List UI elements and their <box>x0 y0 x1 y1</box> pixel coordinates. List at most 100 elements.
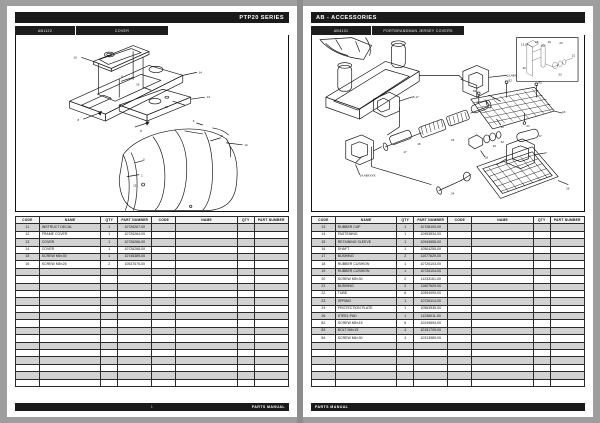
cell-name: BOLT M6×15 <box>334 326 398 336</box>
svg-text:14,ABXXXX: 14,ABXXXX <box>360 174 376 178</box>
cell-empty <box>38 289 102 299</box>
cell-qty: 4 <box>396 326 415 336</box>
cell-empty <box>334 349 398 358</box>
cell-empty <box>549 341 586 351</box>
cell-qty: 2 <box>100 260 119 269</box>
cell-code-2 <box>447 245 473 254</box>
table-row-empty[interactable] <box>311 363 586 373</box>
svg-text:10: 10 <box>74 55 78 59</box>
cell-empty <box>175 326 238 336</box>
table-row-empty[interactable] <box>15 289 290 299</box>
cell-qty-2 <box>532 304 551 314</box>
cell-part-number: 10745389-00 <box>117 252 153 262</box>
th-code-1: CODE <box>15 215 40 225</box>
cell-empty <box>15 378 40 388</box>
table-row-empty[interactable] <box>15 341 290 351</box>
cell-qty-2 <box>532 238 551 247</box>
table-row-empty[interactable] <box>311 371 586 380</box>
svg-text:11: 11 <box>220 134 223 138</box>
table-row-empty[interactable] <box>15 282 290 291</box>
table-row-empty[interactable] <box>15 304 290 314</box>
cell-empty <box>311 378 336 388</box>
table-row-empty[interactable] <box>311 341 586 351</box>
cell-qty-2 <box>532 312 551 321</box>
cell-empty <box>151 356 177 365</box>
cell-empty <box>413 371 449 380</box>
cell-empty <box>236 341 255 351</box>
cell-empty <box>549 349 586 358</box>
table-row-empty[interactable] <box>15 267 290 277</box>
cell-empty <box>38 371 102 380</box>
cell-empty <box>413 363 449 373</box>
right-page-subbar: AB4101 PORTBRANDMAN JERSEY COVERS <box>311 26 585 35</box>
cell-empty <box>15 371 40 380</box>
cell-empty <box>175 378 238 388</box>
table-row-empty[interactable] <box>15 326 290 336</box>
cell-name: SCREW M6×30 <box>334 334 398 343</box>
cell-empty <box>117 297 153 306</box>
cell-empty <box>15 334 40 343</box>
table-row-empty[interactable] <box>15 356 290 365</box>
cell-empty <box>100 312 119 321</box>
cell-empty <box>253 363 290 373</box>
table-row-empty[interactable] <box>311 356 586 365</box>
cell-empty <box>236 371 255 380</box>
table-row-empty[interactable] <box>15 349 290 358</box>
th-name-2: NAME <box>175 215 238 225</box>
cell-part-number-2 <box>549 326 586 336</box>
svg-text:18: 18 <box>535 40 539 44</box>
cell-empty <box>117 289 153 299</box>
table-row-empty[interactable] <box>15 371 290 380</box>
cell-empty <box>15 297 40 306</box>
table-row-empty[interactable] <box>15 312 290 321</box>
cell-empty <box>15 275 40 284</box>
table-row-empty[interactable] <box>15 319 290 328</box>
left-footer-bar: 1 PARTS MANUAL <box>15 403 289 411</box>
th-qty-1: QTY <box>396 215 415 225</box>
left-subbar-filler <box>168 26 289 35</box>
table-row-empty[interactable] <box>311 349 586 358</box>
cell-empty <box>447 378 473 388</box>
left-page: PTP20 SERIES AB1122 COVER <box>7 6 297 417</box>
th-name-2: NAME <box>471 215 534 225</box>
cell-empty <box>100 297 119 306</box>
cell-empty <box>175 349 238 358</box>
cell-part-number-2 <box>549 275 586 284</box>
cell-name-2 <box>175 260 238 269</box>
table-row-empty[interactable] <box>15 363 290 373</box>
cell-empty <box>253 378 290 388</box>
cell-empty <box>100 363 119 373</box>
cell-empty <box>253 282 290 291</box>
table-row-empty[interactable] <box>15 275 290 284</box>
cell-qty: 1 <box>396 260 415 269</box>
table-row-empty[interactable] <box>15 334 290 343</box>
cell-part-number-2 <box>549 282 586 291</box>
left-page-number: 1 <box>150 405 154 409</box>
table-row-empty[interactable] <box>311 378 586 388</box>
table-row-empty[interactable] <box>15 378 290 388</box>
cell-code: 83 <box>311 326 336 336</box>
table-row-empty[interactable] <box>15 297 290 306</box>
